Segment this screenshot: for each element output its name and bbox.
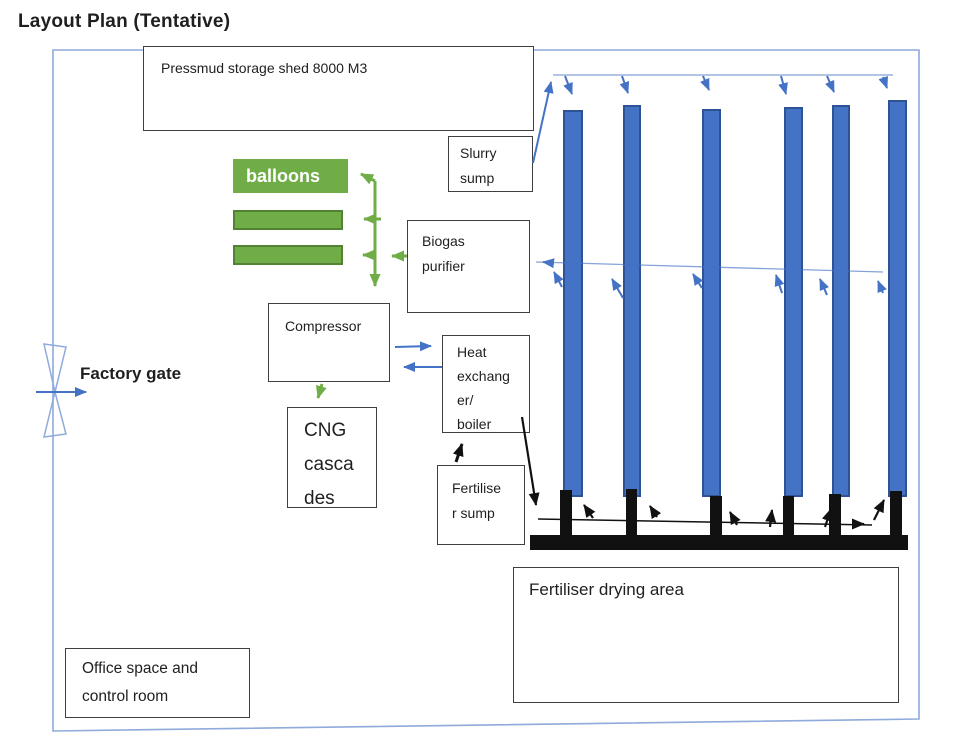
fertiliser-drying-area-label: Fertiliser drying area xyxy=(529,580,684,599)
cng-cascades-label-line1: CNG xyxy=(304,420,347,441)
compressor-heat-exchanger-arrows xyxy=(394,341,442,372)
cng-cascades-box: CNG casca des xyxy=(287,407,377,509)
office-label-line2: control room xyxy=(82,688,169,705)
column-support-5 xyxy=(829,494,841,535)
compressor-box: Compressor xyxy=(268,303,390,382)
pressmud-storage-shed-box: Pressmud storage shed 8000 M3 xyxy=(143,46,534,131)
office-control-room-box: Office space and control room xyxy=(65,648,250,718)
factory-gate-icon xyxy=(36,343,87,438)
compressor-label: Compressor xyxy=(285,318,362,334)
fertiliser-sump-box: Fertilise r sump xyxy=(437,465,525,545)
slurry-sump-box: Slurry sump xyxy=(448,136,533,192)
column-support-4 xyxy=(783,496,794,535)
heat-exchanger-boiler-box: Heat exchang er/ boiler xyxy=(442,335,530,433)
heat-exchanger-label-line3: er/ xyxy=(457,392,474,408)
factory-gate-label: Factory gate xyxy=(80,364,182,383)
column-support-2 xyxy=(626,489,637,535)
cng-cascades-label-line2: casca xyxy=(304,454,354,475)
balloon-bar-1 xyxy=(233,210,343,230)
fertiliser-drying-area-box: Fertiliser drying area xyxy=(513,567,899,703)
column-support-6 xyxy=(890,491,902,535)
drying-area-base-bar xyxy=(530,535,908,550)
balloon-bar-2 xyxy=(233,245,343,265)
digester-column-4 xyxy=(784,107,803,497)
heat-exchanger-label-line4: boiler xyxy=(457,416,492,432)
biogas-purifier-label-line2: purifier xyxy=(422,258,465,274)
heat-exchanger-label-line2: exchang xyxy=(457,368,510,384)
digester-column-6 xyxy=(888,100,907,497)
digester-column-2 xyxy=(623,105,641,497)
digester-column-1 xyxy=(563,110,583,497)
fertiliser-sump-label-line2: r sump xyxy=(452,505,495,521)
balloons-label: balloons xyxy=(246,166,321,186)
digester-column-5 xyxy=(832,105,850,497)
page-title: Layout Plan (Tentative) xyxy=(18,11,231,32)
biogas-purifier-label-line1: Biogas xyxy=(422,233,465,249)
pressmud-label: Pressmud storage shed 8000 M3 xyxy=(161,60,368,76)
slurry-sump-label-line2: sump xyxy=(460,170,495,186)
office-label-line1: Office space and xyxy=(82,660,199,677)
fertiliser-sump-label-line1: Fertilise xyxy=(452,480,502,496)
heat-exchanger-label-line1: Heat xyxy=(457,344,487,360)
cng-cascades-label-line3: des xyxy=(304,488,335,509)
slurry-sump-label-line1: Slurry xyxy=(460,145,497,161)
column-support-1 xyxy=(560,490,572,535)
balloons-box: balloons xyxy=(233,159,348,193)
biogas-purifier-box: Biogas purifier xyxy=(407,220,530,313)
digester-column-3 xyxy=(702,109,721,497)
column-support-3 xyxy=(710,496,722,535)
